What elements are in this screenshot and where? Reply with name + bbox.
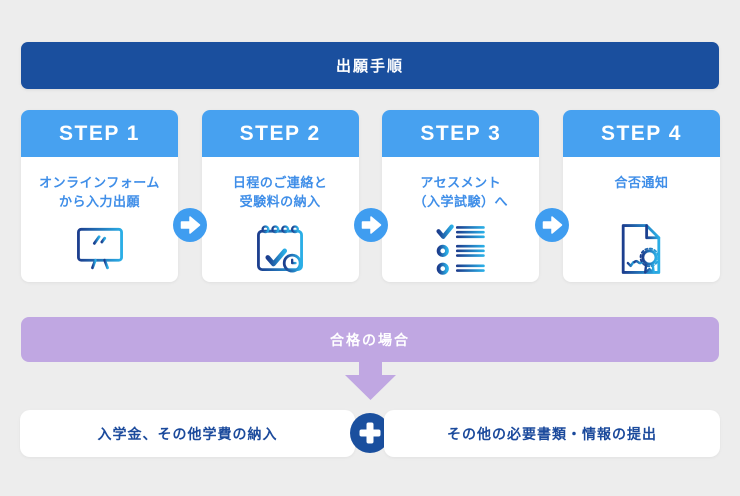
step-3-description: アセスメント （入学試験）へ xyxy=(413,175,509,209)
fee-payment-box: 入学金、その他学費の納入 xyxy=(20,410,355,457)
step-1-header: STEP 1 xyxy=(21,110,178,157)
arrow-right-icon xyxy=(173,208,207,242)
fee-payment-label: 入学金、その他学費の納入 xyxy=(97,425,278,442)
checklist-icon xyxy=(431,218,491,280)
procedure-title-bar: 出願手順 xyxy=(21,42,719,89)
step-2-description: 日程のご連絡と 受験料の納入 xyxy=(232,175,328,209)
certificate-icon xyxy=(611,218,671,280)
step-card-3: STEP 3 アセスメント （入学試験）へ xyxy=(382,110,540,282)
step-3-body: アセスメント （入学試験）へ xyxy=(382,157,539,280)
procedure-title: 出願手順 xyxy=(335,58,404,75)
step-2-header: STEP 2 xyxy=(201,110,359,157)
step-1-description: オンラインフォーム から入力出願 xyxy=(39,175,160,209)
pass-banner: 合格の場合 xyxy=(21,317,719,362)
monitor-icon xyxy=(69,218,131,280)
step-2-body: 日程のご連絡と 受験料の納入 xyxy=(202,157,359,280)
pass-banner-label: 合格の場合 xyxy=(330,331,410,348)
step-4-label: STEP 4 xyxy=(600,121,682,145)
steps-row: STEP 1 オンラインフォーム から入力出願 xyxy=(21,110,720,282)
step-card-4: STEP 4 合否通知 xyxy=(562,110,720,282)
arrow-right-icon xyxy=(535,208,569,242)
step-card-2: STEP 2 日程のご連絡と 受験料の納入 xyxy=(201,110,359,282)
step-3-label: STEP 3 xyxy=(420,121,502,145)
step-card-1: STEP 1 オンラインフォーム から入力出願 xyxy=(21,110,178,282)
step-3-header: STEP 3 xyxy=(382,110,540,157)
documents-submission-label: その他の必要書類・情報の提出 xyxy=(447,425,657,442)
down-arrow-icon xyxy=(345,362,396,400)
step-4-header: STEP 4 xyxy=(562,110,720,157)
arrow-right-icon xyxy=(354,208,388,242)
calendar-check-icon xyxy=(249,218,311,280)
documents-submission-box: その他の必要書類・情報の提出 xyxy=(384,410,720,457)
step-2-label: STEP 2 xyxy=(239,121,321,145)
step-1-body: オンラインフォーム から入力出願 xyxy=(21,157,178,280)
plus-icon xyxy=(350,413,390,453)
step-4-description: 合否通知 xyxy=(614,175,669,190)
step-4-body: 合否通知 xyxy=(563,157,720,280)
step-1-label: STEP 1 xyxy=(59,121,140,145)
